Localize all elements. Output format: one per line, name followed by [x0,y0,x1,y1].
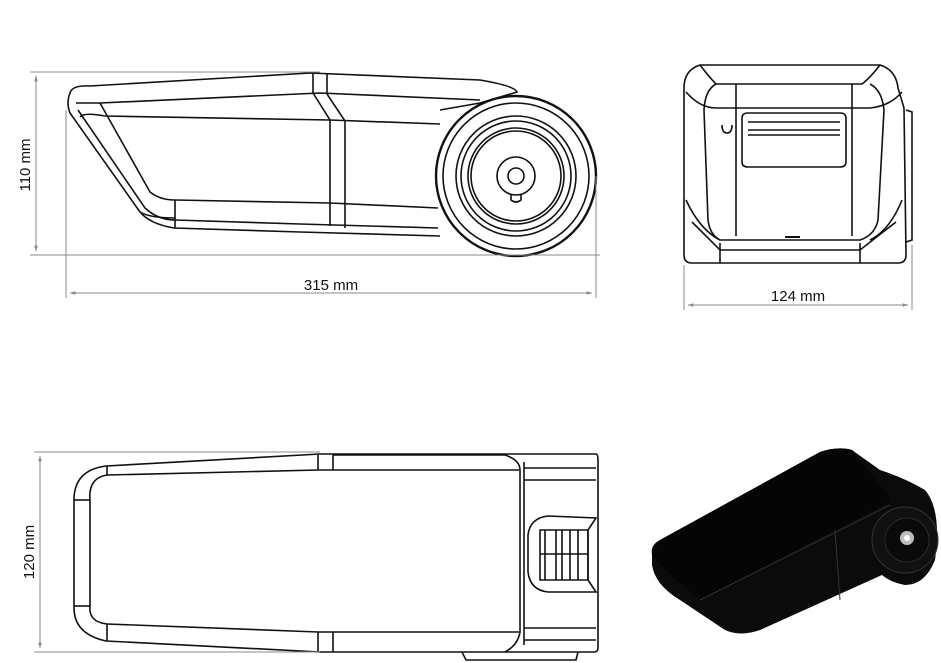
side-length-label: 315 mm [304,277,358,294]
side-view-dimensions [30,71,600,298]
top-view-dimensions [34,451,320,653]
side-height-label: 110 mm [17,138,34,191]
top-view [73,453,599,661]
front-view-dimensions [683,245,913,310]
front-view [683,64,913,264]
side-view [67,72,598,258]
top-width-label: 120 mm [21,525,38,579]
front-width-label: 124 mm [771,288,825,305]
isometric-render [651,448,939,634]
